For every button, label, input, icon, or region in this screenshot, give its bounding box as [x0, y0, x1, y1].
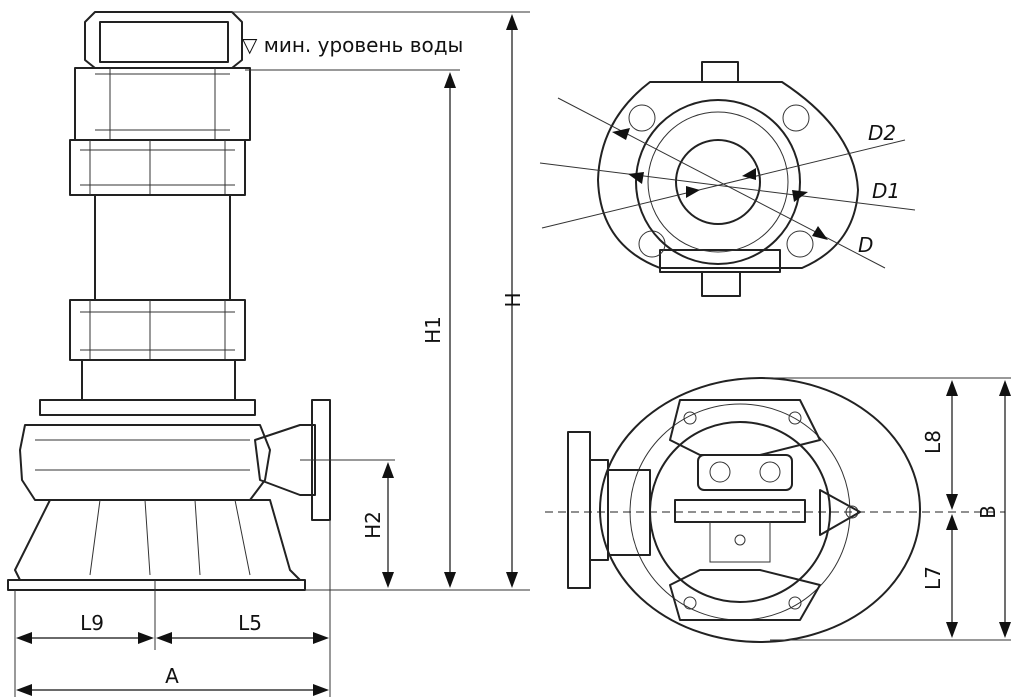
dim-label-b: B	[976, 505, 1000, 519]
pump-side-view	[7, 11, 331, 591]
water-level-note: ▽ мин. уровень воды	[242, 33, 463, 57]
dim-label-l8: L8	[921, 430, 945, 454]
dim-label-h1: H1	[421, 316, 445, 344]
side-dimension-lines	[14, 11, 530, 697]
dim-label-a: A	[165, 664, 179, 688]
dim-label-d2: D2	[868, 121, 896, 145]
pump-bottom-view	[567, 377, 921, 643]
flange-top-view	[539, 61, 916, 297]
dim-label-h2: H2	[361, 511, 385, 539]
bottom-dimension-lines	[545, 377, 1011, 641]
dim-label-l9: L9	[80, 611, 104, 635]
dim-label-d: D	[858, 233, 873, 257]
dim-label-h: H	[501, 292, 525, 307]
dim-label-l5: L5	[238, 611, 262, 635]
dim-label-l7: L7	[921, 566, 945, 590]
dim-label-d1: D1	[872, 179, 900, 203]
